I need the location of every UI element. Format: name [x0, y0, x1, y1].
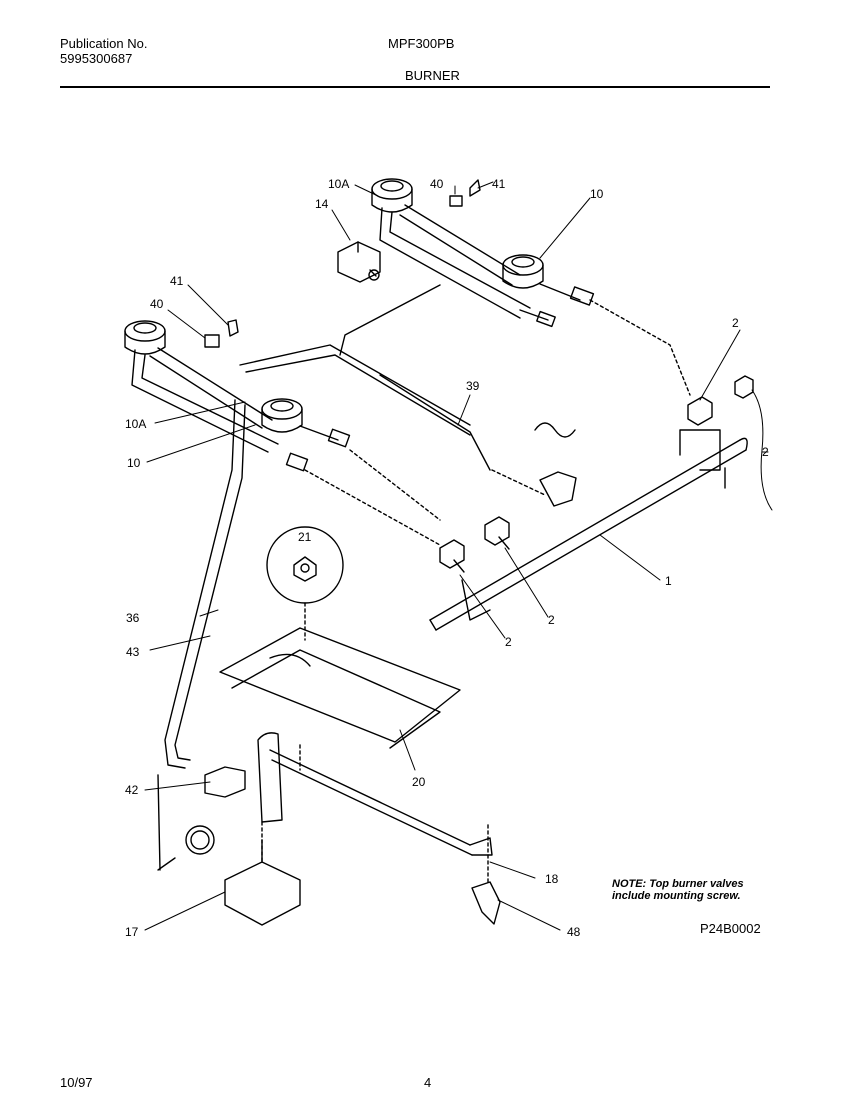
- front-burner-assembly: [124, 319, 351, 472]
- callout-42: 42: [125, 783, 139, 797]
- callout-2-front-right: 2: [548, 613, 555, 627]
- callout-48: 48: [567, 925, 581, 939]
- figure-reference: P24B0002: [700, 921, 761, 936]
- footer-date: 10/97: [60, 1075, 93, 1090]
- callout-43: 43: [126, 645, 140, 659]
- callout-2-bracket: 2: [762, 445, 769, 459]
- callout-41-rear: 41: [492, 177, 506, 191]
- callout-10a-front: 10A: [125, 417, 146, 431]
- callout-10-rear: 10: [590, 187, 604, 201]
- callout-18: 18: [545, 872, 559, 886]
- rear-burner-assembly: [337, 178, 595, 328]
- callout-10a-rear: 10A: [328, 177, 349, 191]
- callout-leaders: [144, 181, 773, 931]
- tube-39: [339, 284, 491, 471]
- header-rule: [60, 86, 770, 88]
- igniter-coil: [534, 422, 577, 507]
- callout-40-front: 40: [150, 297, 164, 311]
- page-number: 4: [424, 1075, 432, 1090]
- section-title: BURNER: [405, 68, 460, 83]
- callout-1: 1: [665, 574, 672, 588]
- callout-39: 39: [466, 379, 480, 393]
- callout-14: 14: [315, 197, 329, 211]
- callout-41-front: 41: [170, 274, 184, 288]
- callout-17: 17: [125, 925, 139, 939]
- mounting-screw-note: NOTE: Top burner valves include mounting…: [612, 878, 744, 902]
- publication-number: 5995300687: [60, 51, 133, 66]
- callout-20: 20: [412, 775, 426, 789]
- callout-2-front-left: 2: [505, 635, 512, 649]
- callout-10-front: 10: [127, 456, 141, 470]
- callout-36: 36: [126, 611, 140, 625]
- bracket-48: [471, 881, 501, 925]
- burner-valves: [439, 375, 754, 621]
- broil-burner: [219, 627, 493, 856]
- publication-label: Publication No.: [60, 36, 148, 51]
- callout-2-rear: 2: [732, 316, 739, 330]
- bracket-42: [204, 766, 246, 798]
- manifold-pipe: [429, 429, 748, 631]
- safety-valve: [157, 825, 301, 926]
- pilot-tubes: [157, 344, 471, 871]
- callout-40-rear: 40: [430, 177, 444, 191]
- callout-21: 21: [298, 530, 312, 544]
- model-number: MPF300PB: [388, 36, 455, 51]
- dashed-reference-lines: [261, 299, 691, 883]
